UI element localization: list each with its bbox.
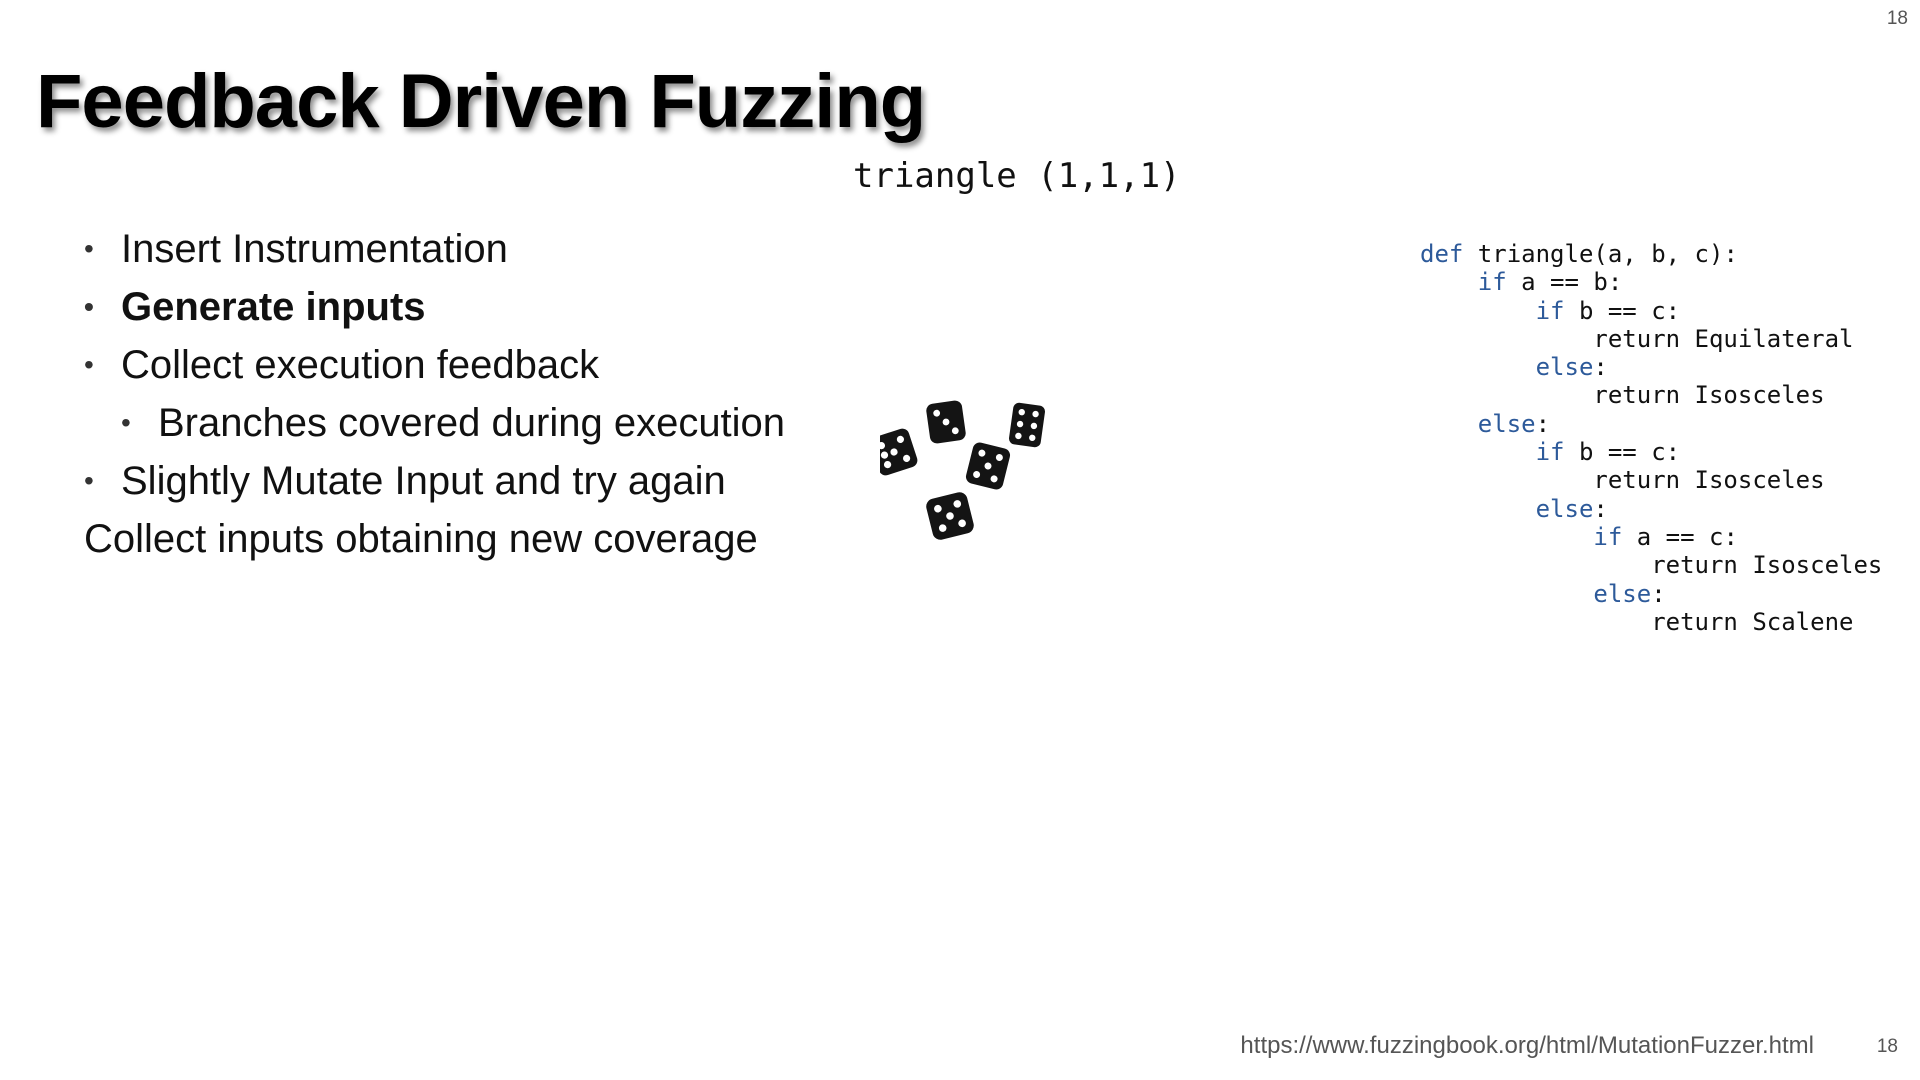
bullet-item: • Branches covered during execution <box>84 394 785 452</box>
bullet-item: Collect inputs obtaining new coverage <box>84 510 785 568</box>
code-keyword: else <box>1593 579 1652 608</box>
code-text: return Equilateral <box>1593 324 1854 353</box>
code-line: if b == c: <box>1420 438 1882 466</box>
code-keyword: else <box>1535 494 1594 523</box>
code-text: a == c: <box>1622 522 1738 551</box>
code-line: return Equilateral <box>1420 325 1882 353</box>
code-block: def triangle(a, b, c): if a == b: if b =… <box>1420 240 1882 636</box>
bullet-text: Generate inputs <box>121 285 426 329</box>
bullet-text: Collect execution feedback <box>121 343 600 387</box>
bullet-item: • Generate inputs <box>84 278 785 336</box>
code-keyword: if <box>1477 268 1507 297</box>
code-text: return Scalene <box>1651 607 1854 636</box>
code-text: : <box>1651 579 1666 608</box>
slide-title: Feedback Driven Fuzzing <box>36 59 926 144</box>
code-text: return Isosceles <box>1593 466 1825 495</box>
code-text: : <box>1593 353 1608 382</box>
code-text: : <box>1535 409 1551 438</box>
code-text: return Isosceles <box>1651 551 1883 580</box>
page-number-top: 18 <box>1886 8 1908 29</box>
code-keyword: else <box>1477 409 1536 438</box>
bullet-dot-icon: • <box>84 233 94 264</box>
die-5 <box>926 492 974 540</box>
bullet-dot-icon: • <box>121 407 131 438</box>
code-line: if a == c: <box>1420 523 1882 551</box>
code-text: triangle(a, b, c): <box>1463 240 1738 268</box>
code-line: return Isosceles <box>1420 381 1882 409</box>
code-text: b == c: <box>1564 296 1681 325</box>
die-4 <box>965 442 1011 490</box>
code-line: return Scalene <box>1420 608 1882 636</box>
code-text: a == b: <box>1506 268 1623 297</box>
code-line: else: <box>1420 580 1882 608</box>
code-keyword: if <box>1593 522 1623 551</box>
bullet-text: Branches covered during execution <box>158 401 786 445</box>
dice-image <box>880 400 1045 540</box>
code-line: else: <box>1420 353 1882 381</box>
bullet-dot-icon: • <box>84 465 94 496</box>
bullet-dot-icon: • <box>84 349 94 380</box>
code-line: else: <box>1420 495 1882 523</box>
code-text: return Isosceles <box>1593 381 1825 410</box>
bullet-item: • Slightly Mutate Input and try again <box>84 452 785 510</box>
code-text: : <box>1593 494 1608 523</box>
bullet-list: •Insert Instrumentation•Generate inputs•… <box>84 220 785 568</box>
code-keyword: if <box>1535 296 1565 325</box>
code-keyword: if <box>1535 438 1565 467</box>
code-line: return Isosceles <box>1420 466 1882 494</box>
code-line: if a == b: <box>1420 268 1882 296</box>
code-line: return Isosceles <box>1420 551 1882 579</box>
code-text: b == c: <box>1564 438 1681 467</box>
bullet-dot-icon: • <box>84 291 94 322</box>
page-number-bottom: 18 <box>1876 1036 1898 1057</box>
code-keyword: def <box>1420 240 1464 268</box>
code-line: if b == c: <box>1420 297 1882 325</box>
footer-url: https://www.fuzzingbook.org/html/Mutatio… <box>1240 1032 1814 1059</box>
die-3 <box>1009 402 1045 448</box>
bullet-text: Slightly Mutate Input and try again <box>121 459 726 503</box>
function-call-label: triangle (1,1,1) <box>853 156 1181 196</box>
bullet-text: Collect inputs obtaining new coverage <box>84 517 758 561</box>
code-keyword: else <box>1535 353 1594 382</box>
bullet-item: • Collect execution feedback <box>84 336 785 394</box>
die-2 <box>926 400 966 444</box>
code-line: else: <box>1420 410 1882 438</box>
die-1 <box>880 428 918 476</box>
bullet-text: Insert Instrumentation <box>121 227 508 271</box>
code-line: def triangle(a, b, c): <box>1420 240 1882 268</box>
bullet-item: • Insert Instrumentation <box>84 220 785 278</box>
